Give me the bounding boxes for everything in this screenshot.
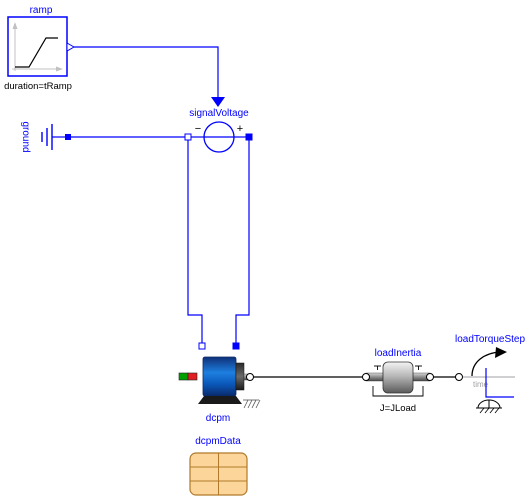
ground-block[interactable]: ground	[20, 121, 71, 153]
dcpm-block[interactable]: dcpm	[178, 342, 261, 424]
signal-voltage-block[interactable]: signalVoltage − +	[184, 97, 253, 153]
signal-voltage-input-connector[interactable]	[211, 97, 225, 107]
dcpm-housing	[202, 356, 237, 397]
dcpm-support-hatch	[243, 399, 261, 409]
load-inertia-param: J=JLoad	[380, 403, 416, 414]
wire-voltage-n-to-dcpm[interactable]	[187, 137, 203, 345]
ramp-y-axis-arrow	[12, 22, 18, 29]
dcpm-pin-an[interactable]	[198, 342, 206, 350]
signal-connection-ramp-to-voltage[interactable]	[74, 46, 219, 97]
load-inertia-name: loadInertia	[375, 348, 422, 359]
load-inertia-block[interactable]: loadInertia J=JLoad	[362, 348, 434, 414]
ramp-name: ramp	[30, 5, 53, 16]
ramp-x-axis-arrow	[56, 66, 63, 72]
ramp-box	[7, 16, 68, 77]
dcpm-indicator-green	[178, 372, 189, 381]
ramp-duration-param: duration=tRamp	[4, 81, 72, 92]
load-torque-step-block[interactable]: loadTorqueStep time	[455, 334, 525, 414]
wire-voltage-p-to-dcpm[interactable]	[235, 137, 250, 345]
load-torque-arrow-head	[495, 347, 507, 358]
load-inertia-top-markers	[374, 365, 422, 370]
signal-voltage-pin-p[interactable]	[245, 133, 253, 141]
dcpm-pin-ap[interactable]	[232, 342, 240, 350]
load-torque-step-name: loadTorqueStep	[455, 334, 525, 345]
ground-pin[interactable]	[65, 134, 71, 140]
dcpm-end-cap	[235, 362, 245, 391]
connections	[68, 46, 459, 378]
ground-name: ground	[20, 121, 31, 152]
dcpm-indicator-red	[187, 372, 198, 381]
ramp-block[interactable]: ramp duration=tRamp	[4, 5, 76, 92]
load-inertia-flange-b[interactable]	[426, 373, 434, 381]
load-torque-step-curve	[485, 368, 514, 398]
load-torque-support-hatch	[479, 407, 500, 414]
load-inertia-bracket	[372, 386, 424, 397]
signal-voltage-plus-sign: +	[237, 123, 243, 135]
load-torque-flange[interactable]	[455, 373, 463, 381]
ramp-curve	[15, 37, 58, 68]
load-inertia-cylinder	[382, 361, 414, 394]
signal-voltage-name: signalVoltage	[189, 108, 249, 119]
dcpm-data-name: dcpmData	[195, 436, 241, 447]
dcpm-data-block[interactable]: dcpmData	[189, 436, 248, 496]
ramp-output-connector[interactable]	[66, 42, 76, 52]
dcpm-flange[interactable]	[246, 373, 254, 381]
dcpm-feet	[198, 396, 242, 404]
signal-voltage-minus-sign: −	[195, 123, 201, 135]
load-torque-time-label: time	[473, 380, 489, 389]
load-inertia-flange-a[interactable]	[362, 373, 370, 381]
dcpm-name: dcpm	[206, 413, 230, 424]
signal-voltage-pin-n[interactable]	[184, 133, 192, 141]
